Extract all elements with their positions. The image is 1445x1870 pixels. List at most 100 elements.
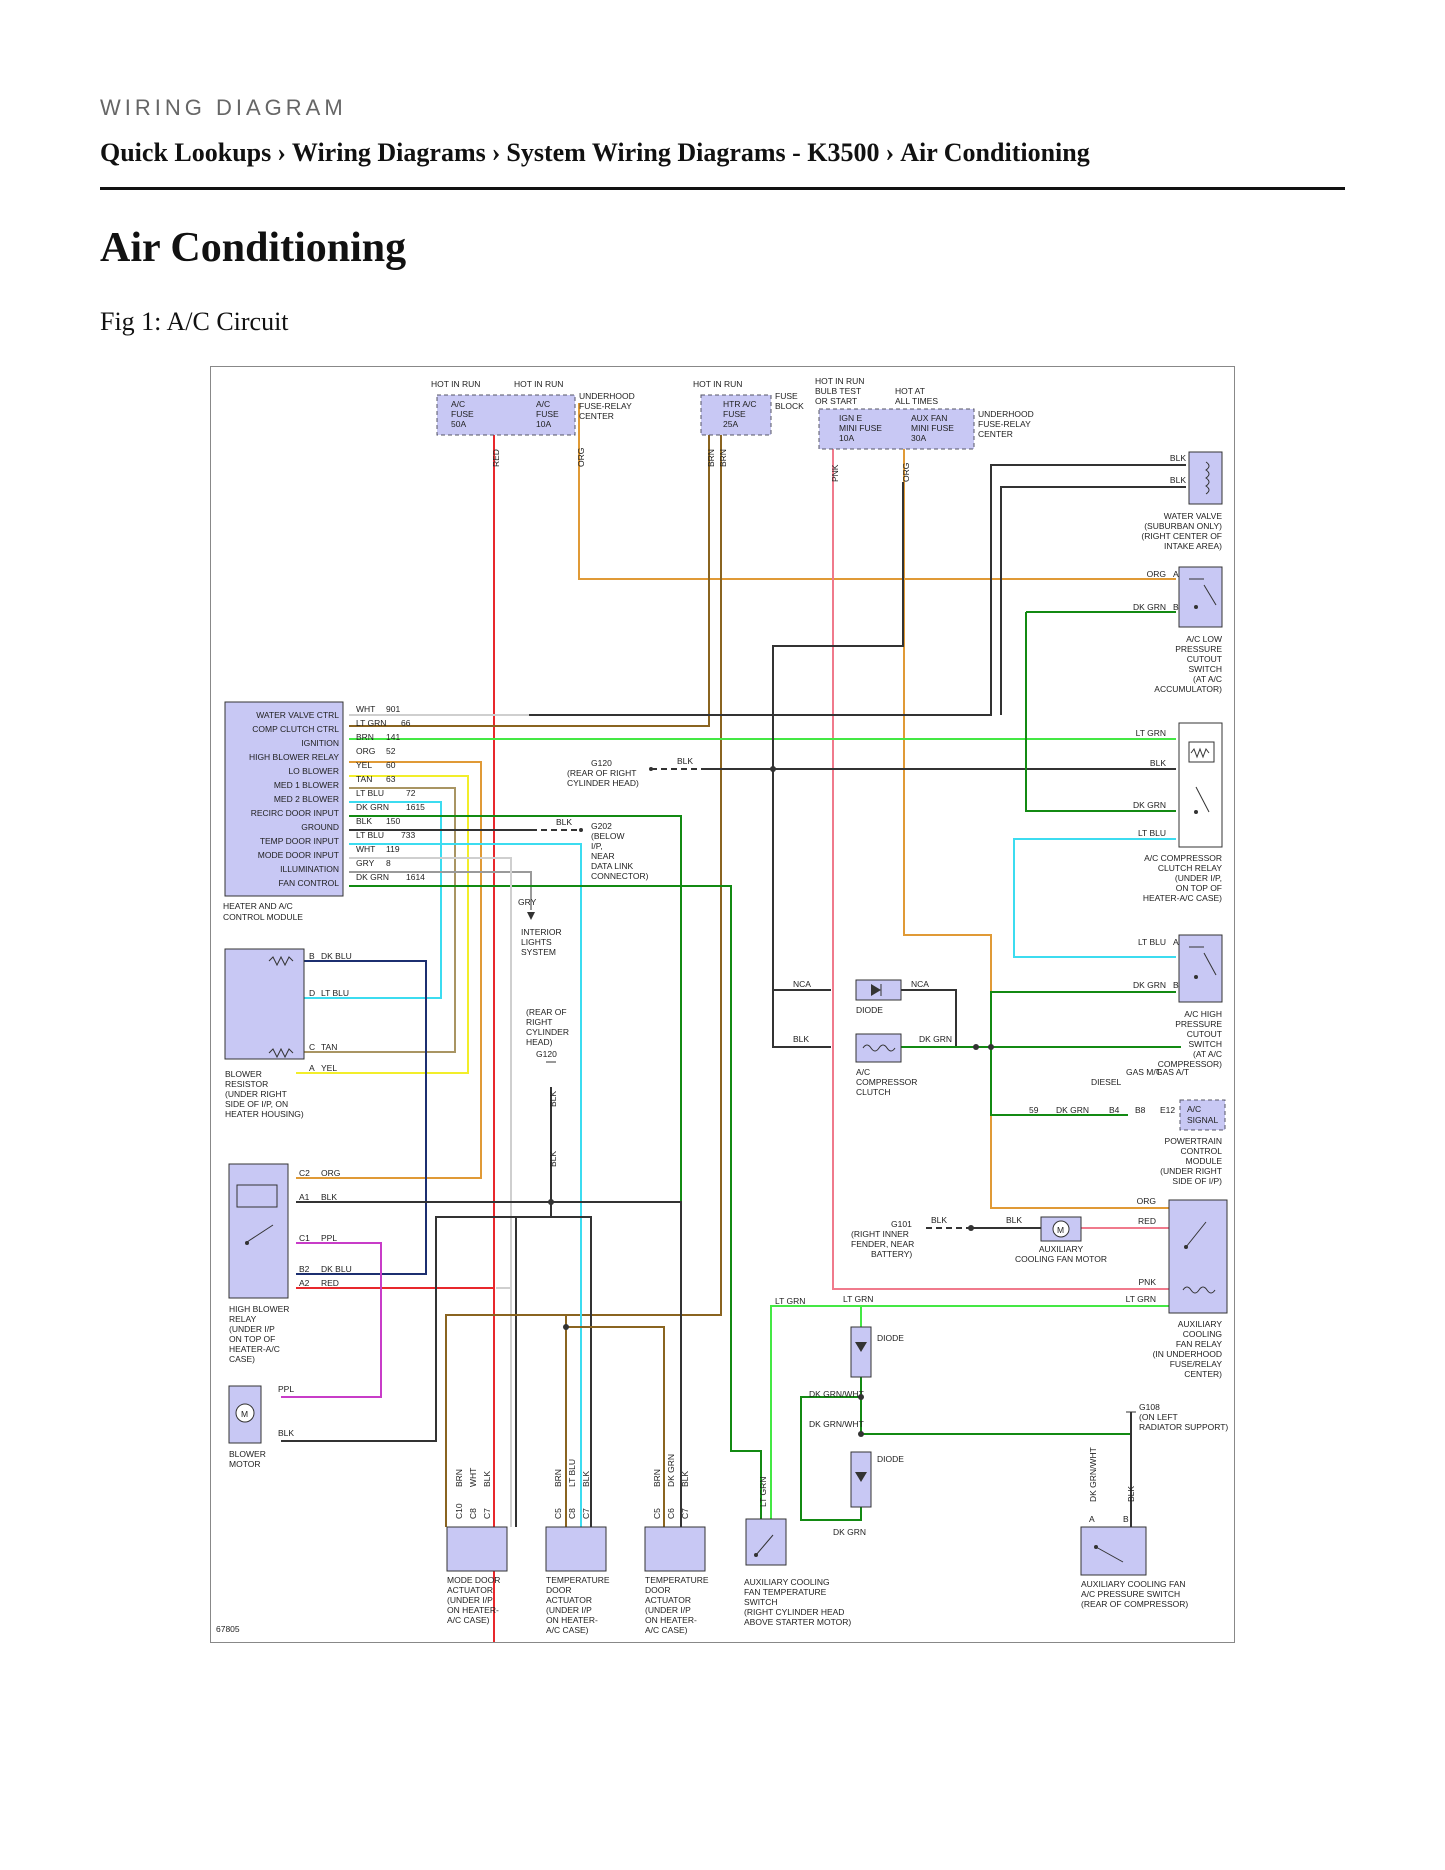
pcm-signal-label: A/C <box>1187 1104 1201 1114</box>
wire-label: BLK <box>278 1428 294 1438</box>
circuit-number: 1615 <box>406 802 425 812</box>
wire-brn-act2 <box>446 1314 567 1527</box>
wire-label: DK GRN <box>919 1034 952 1044</box>
wire-ltgrn-aux-relay <box>860 1305 1176 1327</box>
component-name: INTERIOR <box>521 927 562 937</box>
pin-label: D <box>309 988 315 998</box>
component-name: MODE DOOR <box>447 1575 500 1585</box>
pin-label: B <box>1123 1514 1129 1524</box>
wire-color: LT BLU <box>356 830 384 840</box>
breadcrumb-link-wiring-diagrams[interactable]: Wiring Diagrams <box>291 138 486 167</box>
switch-pivot <box>1194 975 1198 979</box>
component-name: TEMPERATURE <box>645 1575 709 1585</box>
wire-pnk <box>832 427 1176 1290</box>
component-name: COOLING FAN MOTOR <box>1015 1254 1107 1264</box>
wire-label: DK GRN/WHT <box>1088 1447 1098 1502</box>
wire-dkgrn-1614 <box>349 885 762 1527</box>
fuse-label: HTR A/C <box>723 399 757 409</box>
circuit-number: 150 <box>386 816 400 826</box>
diode-icon <box>855 1342 867 1352</box>
wire-org-aux <box>903 427 1176 1209</box>
pin-label: C6 <box>666 1508 676 1519</box>
switch-arm <box>1095 1546 1124 1563</box>
component-name: (RIGHT CYLINDER HEAD <box>744 1607 844 1617</box>
component-name: DOOR <box>645 1585 671 1595</box>
module-pin: IGNITION <box>301 738 339 748</box>
wire-label: BLK <box>321 1192 337 1202</box>
component-name: HEATER-A/C CASE) <box>1143 893 1222 903</box>
wire-color: ORG <box>356 746 375 756</box>
wire-label: ORG <box>321 1168 340 1178</box>
wire-label: DK BLU <box>321 951 352 961</box>
wire-label: BLK <box>931 1215 947 1225</box>
component-name: FUSE/RELAY <box>1170 1359 1223 1369</box>
breadcrumb-current[interactable]: Air Conditioning <box>900 138 1090 167</box>
component-name: INTAKE AREA) <box>1164 541 1222 551</box>
component-name: A/C <box>856 1067 870 1077</box>
component-name: WATER VALVE <box>1164 511 1223 521</box>
junction-dot <box>858 1431 864 1437</box>
wire-label: DK GRN <box>666 1454 676 1487</box>
fuse-block-1: HOT IN RUN HOT IN RUN A/C FUSE 50A A/C F… <box>431 379 635 436</box>
ac-low-pressure-switch: ORG A DK GRN B A/C LOW PRESSURE CUTOUT S… <box>1133 566 1223 694</box>
component-name: CUTOUT <box>1187 1029 1222 1039</box>
wire-label: BLK <box>581 1471 591 1487</box>
wire-brn-actuators <box>445 403 722 1527</box>
circuit-number: 60 <box>386 760 396 770</box>
motor-icon <box>235 1403 255 1423</box>
fuse-block-name: FUSE-RELAY <box>978 419 1031 429</box>
switch-arm <box>755 1534 774 1556</box>
junction-dot <box>973 1044 979 1050</box>
module-pin: GROUND <box>301 822 339 832</box>
fuse-rating: 50A <box>451 419 466 429</box>
wire-label: ORG <box>1147 569 1166 579</box>
component-name: (UNDER RIGHT <box>1160 1166 1222 1176</box>
pin-label: A1 <box>299 1192 310 1202</box>
wire-label: LT BLU <box>1138 828 1166 838</box>
component-name: (AT A/C <box>1193 1049 1222 1059</box>
component-name: ACCUMULATOR) <box>1154 684 1222 694</box>
wire-label: BRN <box>718 449 728 467</box>
aux-cooling-fan-relay: ORG RED PNK LT GRN AUXILIARY COOLING FAN… <box>1126 1196 1228 1379</box>
component-name: HEATER HOUSING) <box>225 1109 304 1119</box>
relay-box <box>228 1163 289 1299</box>
circuit-number: 119 <box>386 844 400 854</box>
component-name: PRESSURE <box>1175 1019 1222 1029</box>
wire-org-52 <box>296 761 482 1179</box>
module-pin: TEMP DOOR INPUT <box>260 836 339 846</box>
motor-icon <box>1052 1220 1070 1238</box>
component-name: DIODE <box>877 1333 904 1343</box>
wire-label: BLK <box>680 1471 690 1487</box>
breadcrumb-link-quick-lookups[interactable]: Quick Lookups <box>100 138 272 167</box>
ground-desc: I/P, <box>591 841 603 851</box>
component-name: AUXILIARY <box>1039 1244 1084 1254</box>
component-name: CONTROL <box>1180 1146 1222 1156</box>
pin-label: C8 <box>567 1508 577 1519</box>
ground-desc: (ON LEFT <box>1139 1412 1178 1422</box>
label-hot-in-run: HOT IN RUN <box>431 379 480 389</box>
ground-name: G108 <box>1139 1402 1160 1412</box>
component-name: ON HEATER- <box>546 1615 598 1625</box>
relay-contact <box>246 1224 274 1243</box>
component-name: ACTUATOR <box>546 1595 592 1605</box>
component-name: A/C COMPRESSOR <box>1144 853 1222 863</box>
pin-label: B2 <box>299 1264 310 1274</box>
wire-color: WHT <box>356 704 375 714</box>
wire-label: RED <box>1138 1216 1156 1226</box>
wire-label: BLK <box>548 1151 558 1167</box>
wire-blk-nca-2 <box>876 989 957 1047</box>
module-pin: LO BLOWER <box>288 766 339 776</box>
ground-icon <box>649 767 653 771</box>
coil-icon <box>1182 1286 1216 1294</box>
fuse-block-name: BLOCK <box>775 401 804 411</box>
lower-diodes: LT GRN LT GRN DK GRN/WHT DK GRN/WHT DK G… <box>775 1294 904 1537</box>
breadcrumb-link-system-wiring[interactable]: System Wiring Diagrams - K3500 <box>506 138 880 167</box>
pin-label: E12 <box>1160 1105 1175 1115</box>
wire-ppl <box>281 1242 382 1398</box>
component-name: ON HEATER- <box>645 1615 697 1625</box>
component-name: CASE) <box>229 1354 255 1364</box>
wire-dkgrn-low <box>1025 612 1176 812</box>
breadcrumb-separator: › <box>277 138 286 167</box>
switch-pivot <box>1094 1545 1098 1549</box>
ground-g120: BLK G120 (REAR OF RIGHT CYLINDER HEAD) <box>567 756 776 788</box>
